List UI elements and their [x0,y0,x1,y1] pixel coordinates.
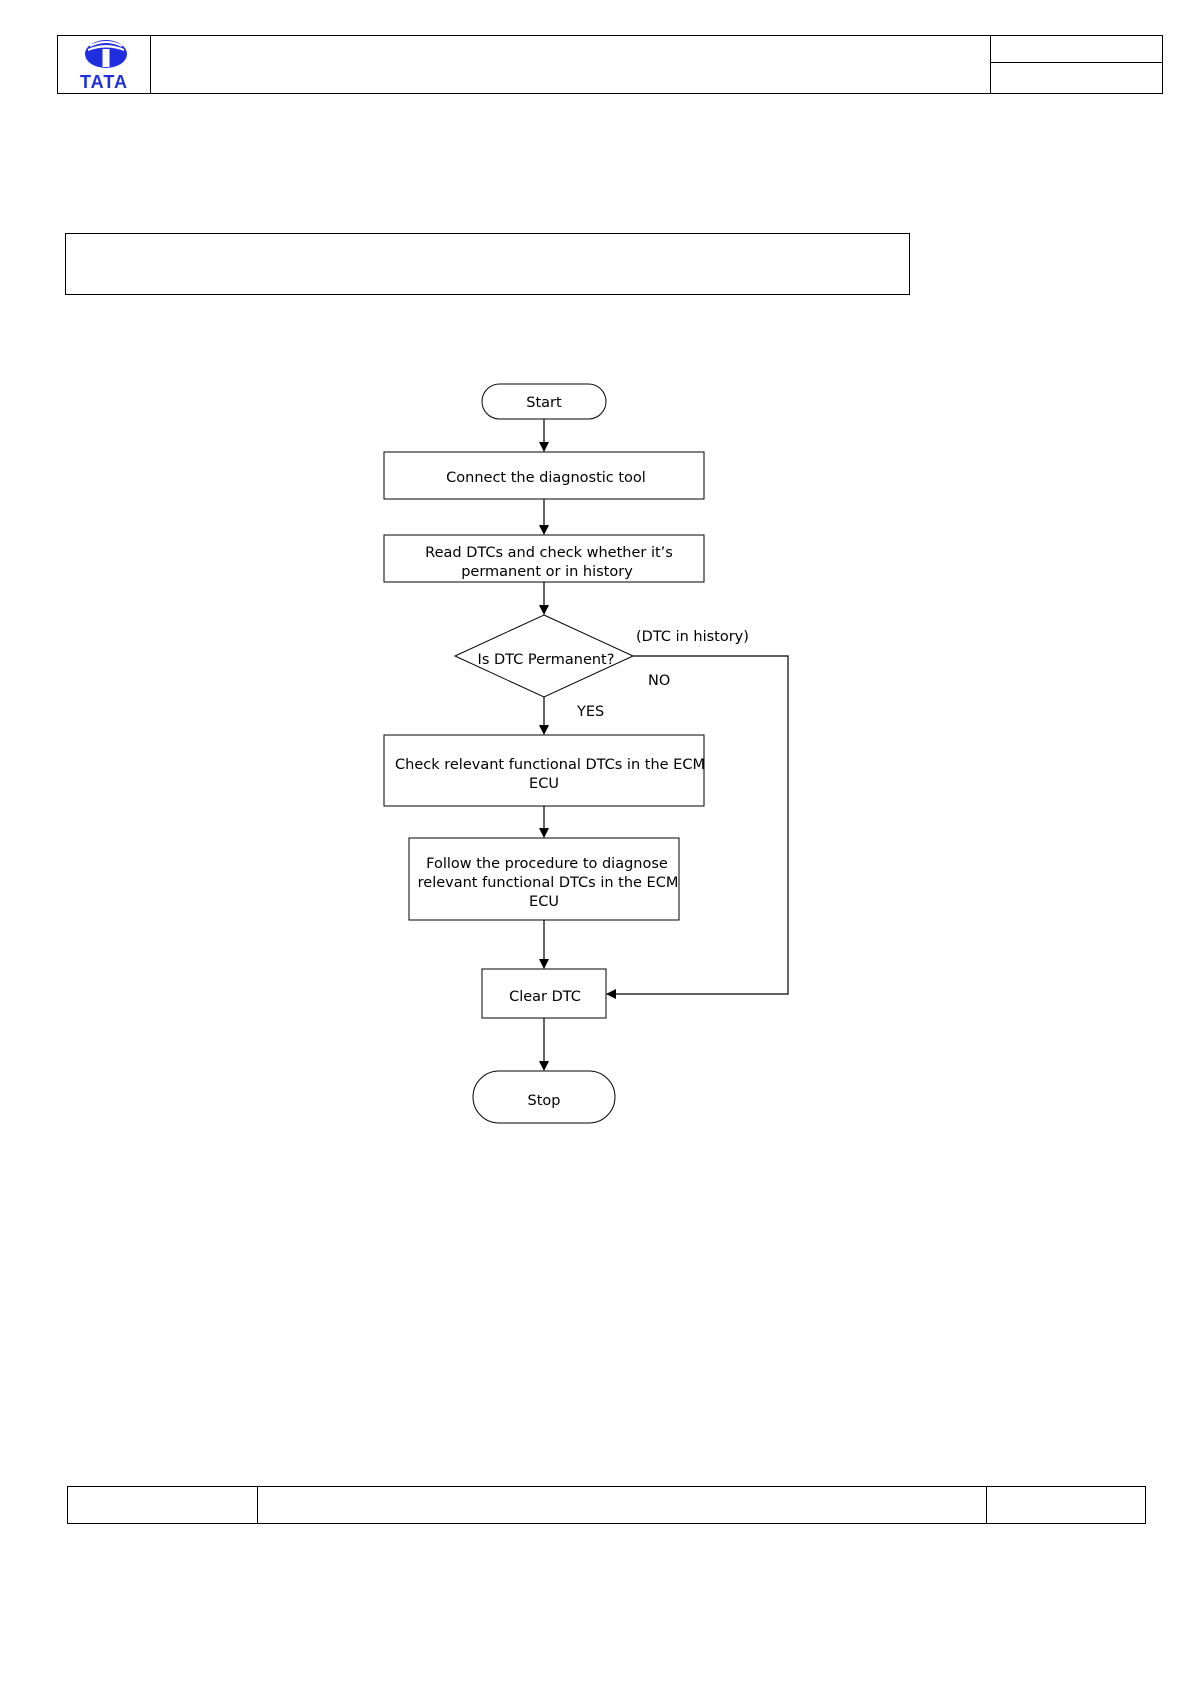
no-label: NO [648,673,670,689]
dtc-history-label: (DTC in history) [636,629,749,645]
footer-left-cell [67,1486,258,1524]
brand-wordmark: TATA [80,72,128,92]
arrow-no-branch [606,655,789,999]
follow-label-3: ECU [529,894,559,910]
follow-label-1: Follow the procedure to diagnose [426,856,668,872]
clear-dtc-label: Clear DTC [509,989,581,1005]
dtc-permanent-decision: Is DTC Permanent? [453,614,635,698]
document-header: TATA [57,35,1163,94]
logo-cell: TATA [58,36,151,93]
stop-terminal: Stop [472,1070,616,1124]
check-label-1: Check relevant functional DTCs in the EC… [395,757,705,773]
follow-label-2: relevant functional DTCs in the ECM [418,875,679,891]
read-dtcs-label-1: Read DTCs and check whether it’s [425,545,673,561]
tata-emblem-icon [85,40,127,68]
read-dtcs-step: Read DTCs and check whether it’s permane… [383,534,705,583]
decision-label: Is DTC Permanent? [478,652,615,668]
section-title-box [65,233,910,295]
footer-right-cell [986,1486,1146,1524]
connect-tool-step: Connect the diagnostic tool [383,451,705,500]
header-divider [991,62,1162,63]
check-label-2: ECU [529,776,559,792]
footer-middle-cell [257,1486,987,1524]
start-terminal: Start [481,383,607,420]
follow-procedure-step: Follow the procedure to diagnose relevan… [408,837,680,921]
connect-tool-label: Connect the diagnostic tool [446,470,646,486]
read-dtcs-label-2: permanent or in history [461,564,633,580]
clear-dtc-step: Clear DTC [481,968,607,1019]
start-label: Start [526,395,562,411]
tata-logo: TATA [80,40,128,92]
header-info-cell [990,36,1162,93]
stop-label: Stop [528,1093,561,1109]
check-relevant-dtcs-step: Check relevant functional DTCs in the EC… [383,734,705,807]
yes-label: YES [576,704,604,720]
